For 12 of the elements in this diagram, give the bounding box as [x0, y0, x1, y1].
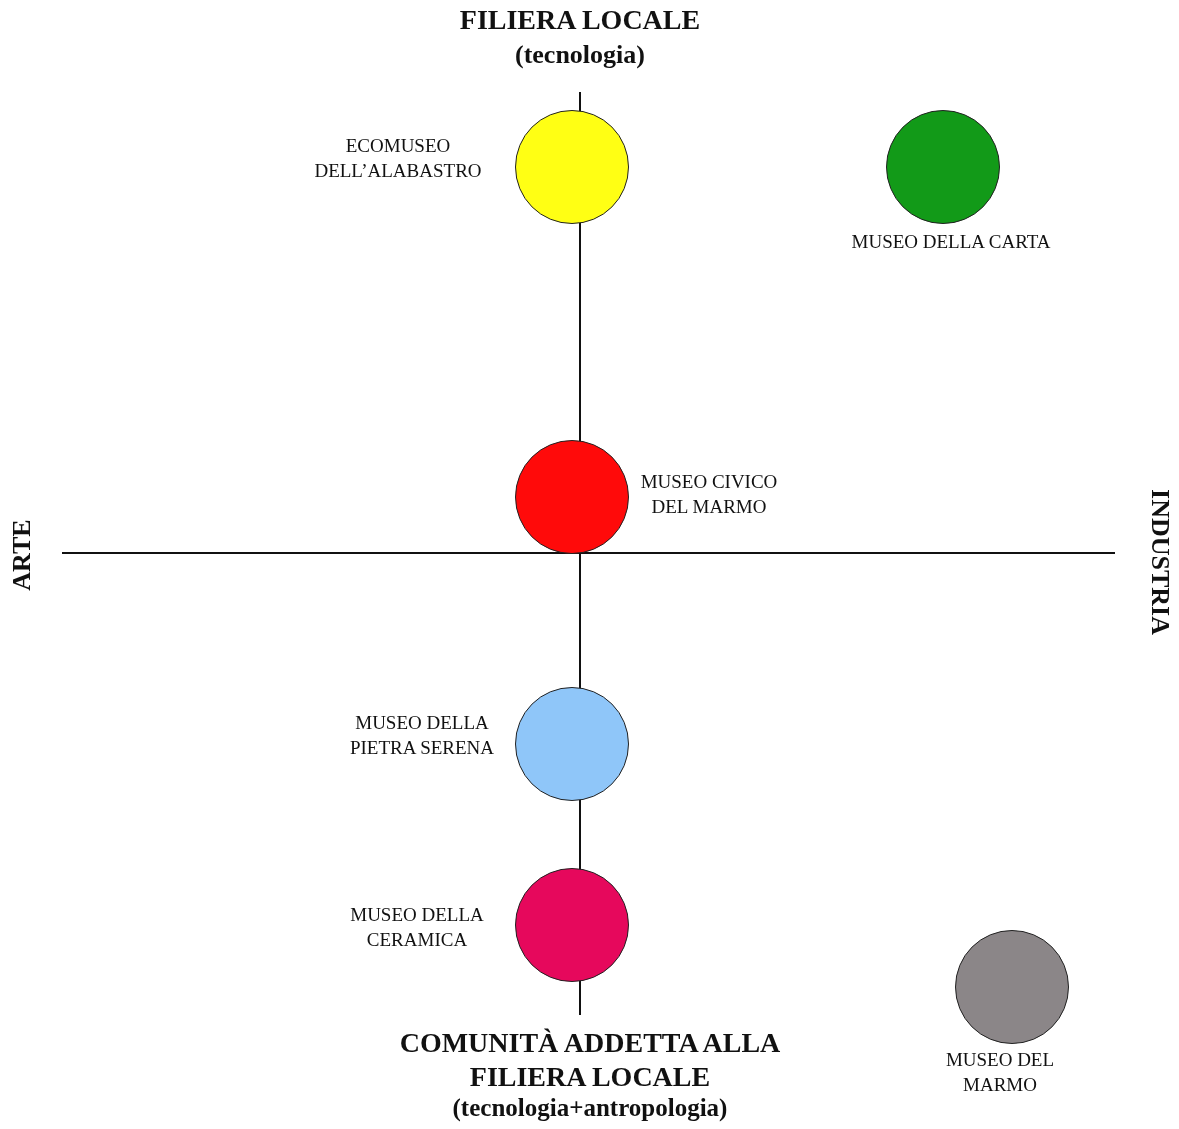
axis-subtitle: (tecnologia+antropologia): [451, 1094, 729, 1122]
museum-label: ECOMUSEO DELL’ALABASTRO: [313, 134, 483, 183]
axis-title: FILIERA LOCALE: [458, 4, 702, 36]
axis-title: COMUNITÀ ADDETTA ALLA FILIERA LOCALE: [398, 1026, 782, 1094]
museum-label: MUSEO DELLA CARTA: [851, 230, 1051, 254]
museum-label: MUSEO DELLA CERAMICA: [349, 903, 485, 952]
museum-label: MUSEO CIVICO DEL MARMO: [639, 470, 779, 519]
axis-title: ARTE: [7, 518, 37, 593]
axis-title: INDUSTRIA: [1145, 488, 1175, 637]
axis-subtitle: (tecnologia): [514, 40, 646, 70]
museum-label: MUSEO DELLA PIETRA SERENA: [348, 711, 496, 760]
museum-label: MUSEO DEL MARMO: [944, 1048, 1056, 1097]
